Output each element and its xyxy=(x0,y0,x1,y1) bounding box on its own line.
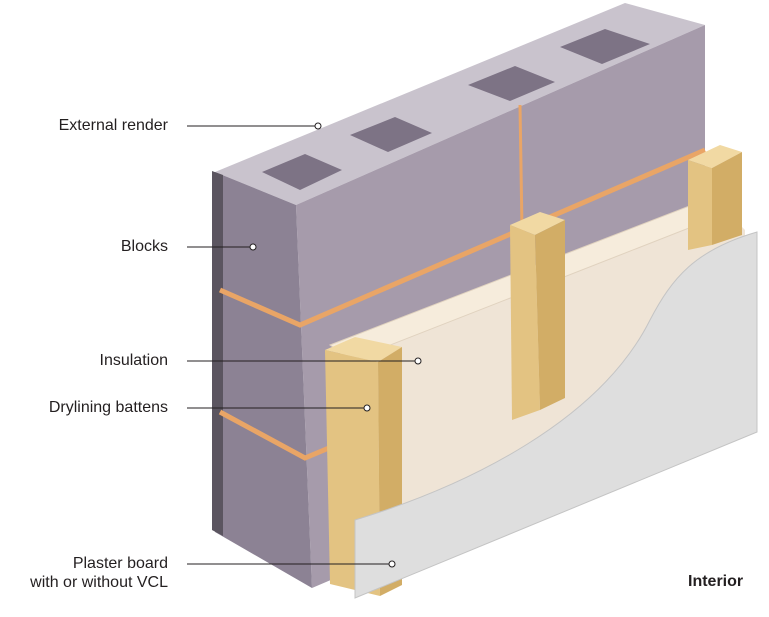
external-render-edge xyxy=(212,171,223,536)
block-joint xyxy=(518,104,524,231)
block-hole xyxy=(468,66,555,101)
block-side-face xyxy=(215,172,312,588)
plaster-board xyxy=(354,231,758,599)
batten-middle xyxy=(510,212,565,420)
label-insulation: Insulation xyxy=(99,352,169,369)
label-drylining-battens: Drylining battens xyxy=(48,399,168,416)
block-hole xyxy=(350,117,432,152)
label-blocks: Blocks xyxy=(120,238,168,255)
batten-right xyxy=(688,145,742,250)
plaster-marker xyxy=(388,560,396,568)
block-hole xyxy=(262,154,342,190)
render-marker xyxy=(314,122,322,130)
batten-marker xyxy=(363,404,371,412)
label-interior: Interior xyxy=(688,573,744,590)
blocks-marker xyxy=(249,243,257,251)
label-external-render: External render xyxy=(58,117,168,134)
label-plaster-board-vcl: with or without VCL xyxy=(30,574,168,591)
insulation-marker xyxy=(414,357,422,365)
mortar-joint xyxy=(218,147,706,328)
label-plaster-board: Plaster board xyxy=(72,555,168,572)
block-hole xyxy=(560,29,650,64)
